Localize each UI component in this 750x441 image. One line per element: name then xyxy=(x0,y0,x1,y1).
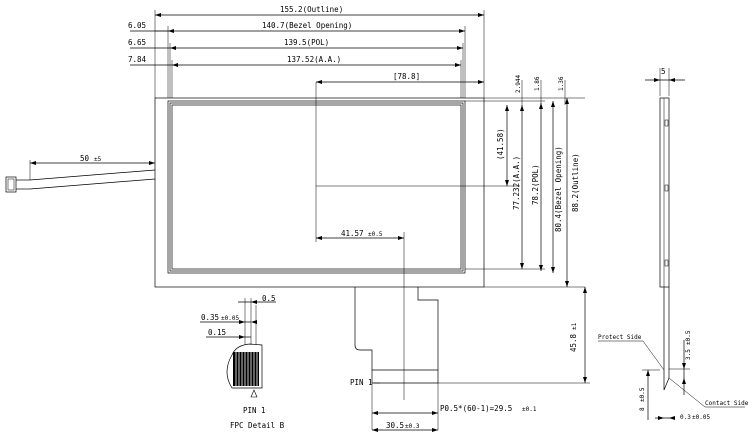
pol-width-label: 139.5(POL) xyxy=(284,38,329,47)
side-dim-35-tol: ±0.5 xyxy=(685,330,692,345)
detail-dim-015: 0.15 xyxy=(208,328,226,337)
offset-right-1: 2.944 xyxy=(515,75,522,93)
center-dim-value: 41.57 xyxy=(341,229,364,238)
cable-length-tol: ±5 xyxy=(94,156,102,163)
outline-height: 88.2(Outline) xyxy=(571,153,580,212)
fpc-pin1: PIN 1 xyxy=(350,378,373,387)
panel-outline xyxy=(154,97,485,288)
detail-contacts xyxy=(233,352,259,386)
outline-width-label: 155.2(Outline) xyxy=(280,5,343,14)
active-area xyxy=(171,104,462,270)
offset-right-3: 1.36 xyxy=(558,76,565,91)
panel-front-view xyxy=(154,82,585,288)
fpc-tail: 45.8 ±1 PIN 1 P0.5*(60-1)=29.5 ±0.1 30.5… xyxy=(350,287,590,432)
contact-side-label: Contact Side xyxy=(705,400,749,407)
fpc-height: 45.8 xyxy=(569,333,578,352)
fpc-width: 30.5 xyxy=(386,421,404,430)
pol-area xyxy=(169,102,464,272)
center-width-label: [78.8] xyxy=(393,72,420,81)
side-view: 5 Protect Side 3.5 ±0.5 Contact Side 8 ±… xyxy=(598,67,749,421)
aa-width-label: 137.52(A.A.) xyxy=(287,55,341,64)
center-dimension: 41.57 ±0.5 xyxy=(316,229,405,400)
right-dimensions: 2.944 1.86 1.36 (41.58) 77.232(A.A.) 78.… xyxy=(496,75,580,287)
fpc-pitch: P0.5*(60-1)=29.5 xyxy=(440,404,512,413)
protect-side-label: Protect Side xyxy=(598,334,642,341)
detail-dim-035: 0.35 xyxy=(201,313,219,322)
fpc-height-tol: ±1 xyxy=(571,322,578,330)
fpc-pitch-tol: ±0.1 xyxy=(522,406,537,413)
pol-height: 78.2(POL) xyxy=(531,164,540,205)
detail-dim-035-tol: ±0.05 xyxy=(221,315,239,322)
offset-bezel-label: 6.05 xyxy=(128,21,146,30)
side-dim-8-tol: ±0.5 xyxy=(639,387,646,402)
offset-right-2: 1.86 xyxy=(534,76,541,91)
side-dim-03: 0.3 xyxy=(680,414,691,421)
offset-aa-label: 7.84 xyxy=(128,55,147,64)
side-dim-03-tol: ±0.05 xyxy=(692,414,710,421)
half-aa-height: (41.58) xyxy=(496,128,505,160)
offset-pol-label: 6.65 xyxy=(128,38,146,47)
bezel-width-label: 140.7(Bezel Opening) xyxy=(262,21,352,30)
detail-dim-05: 0.5 xyxy=(262,294,276,303)
side-dim-35: 3.5 xyxy=(685,349,692,360)
cable-length: 50 xyxy=(80,154,90,163)
center-dim-tol: ±0.5 xyxy=(368,231,383,238)
fpc-detail: 0.5 0.35 ±0.05 0.15 PIN 1 FPC Detail B xyxy=(200,294,285,430)
fpc-width-tol: ±0.3 xyxy=(405,423,420,430)
detail-caption: FPC Detail B xyxy=(230,421,285,430)
side-dim-8: 8 xyxy=(639,407,646,411)
bezel-opening xyxy=(167,100,466,274)
bezel-height: 80.4(Bezel Opening) xyxy=(554,146,563,232)
aa-height: 77.232(A.A.) xyxy=(512,156,521,210)
side-thickness: 5 xyxy=(661,67,666,76)
detail-pin1: PIN 1 xyxy=(243,406,266,415)
cable: 50 ±5 xyxy=(5,154,156,193)
top-dimensions: 155.2(Outline) 140.7(Bezel Opening) 139.… xyxy=(128,5,485,98)
